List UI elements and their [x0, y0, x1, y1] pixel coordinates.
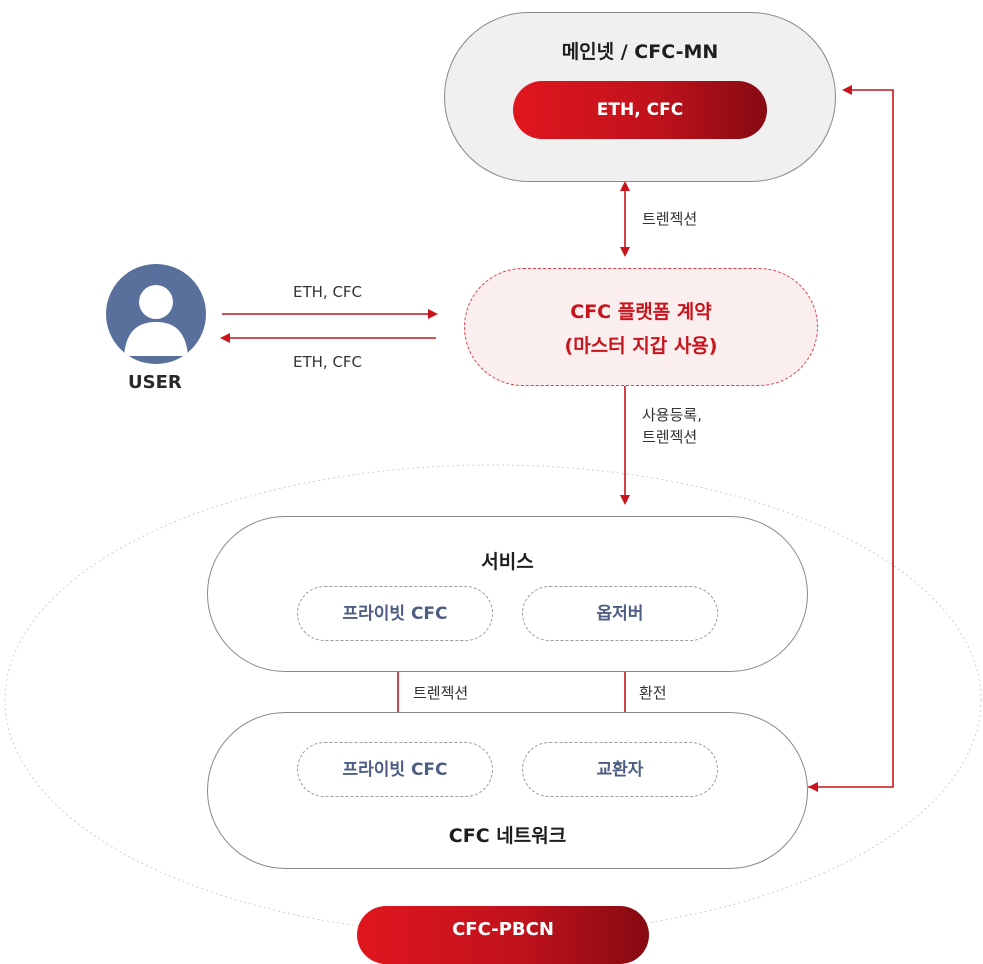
service-private-cfc: 프라이빗 CFC — [297, 586, 493, 641]
private-tx-label: 트렌젝션 — [413, 684, 469, 702]
service-node: 서비스 프라이빗 CFC 옵저버 — [207, 516, 808, 672]
register-label-line2: 트렌젝션 — [642, 428, 698, 446]
platform-line2: (마스터 지갑 사용) — [564, 335, 718, 357]
network-to-mainnet-path — [808, 85, 894, 788]
mainnet-tx-label: 트렌젝션 — [642, 210, 698, 228]
register-label-line1: 사용등록, — [642, 406, 702, 424]
network-private-cfc: 프라이빗 CFC — [297, 742, 493, 797]
user-label: USER — [128, 372, 182, 393]
mainnet-title: 메인넷 / CFC-MN — [561, 41, 719, 63]
platform-node: CFC 플랫폼 계약 (마스터 지갑 사용) — [464, 268, 818, 386]
network-arrowhead — [808, 782, 818, 792]
service-observer: 옵저버 — [522, 586, 718, 641]
mainnet-token-pill: ETH, CFC — [513, 81, 767, 139]
service-title: 서비스 — [481, 551, 534, 573]
network-exchanger: 교환자 — [522, 742, 718, 797]
pbcn-label: CFC-PBCN — [357, 906, 649, 964]
user-avatar-icon — [106, 264, 206, 364]
network-title: CFC 네트워크 — [448, 825, 567, 847]
platform-line1: CFC 플랫폼 계약 — [570, 301, 712, 323]
user-to-platform-label: ETH, CFC — [293, 283, 363, 301]
exchange-label: 환전 — [639, 684, 667, 702]
mainnet-node: 메인넷 / CFC-MN ETH, CFC — [444, 12, 836, 182]
network-node: 프라이빗 CFC 교환자 CFC 네트워크 — [207, 712, 808, 869]
platform-to-user-label: ETH, CFC — [293, 353, 363, 371]
